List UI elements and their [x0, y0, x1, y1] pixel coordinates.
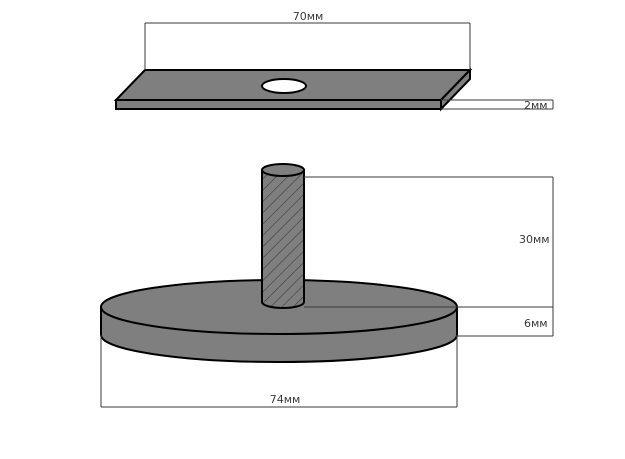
plate-side-face	[440, 67, 471, 112]
rod-height-label: 30мм	[519, 233, 550, 246]
plate-thickness-dimension	[441, 99, 554, 110]
disc-thickness-label: 6мм	[524, 317, 548, 330]
rod-top-face	[261, 163, 305, 177]
plate-width-dimension	[144, 22, 471, 70]
plate-thickness-label: 2мм	[524, 99, 548, 112]
rod-height-dimension	[304, 176, 554, 308]
disc-diameter-label: 74мм	[270, 393, 301, 406]
disc-diameter-dimension	[100, 335, 458, 408]
plate-front-face	[115, 99, 442, 110]
rod-body	[261, 169, 305, 309]
plate-width-label: 70мм	[293, 10, 324, 23]
plate	[113, 67, 473, 112]
rod	[261, 163, 305, 309]
disc-thickness-dimension	[457, 307, 554, 337]
plate-hole	[261, 78, 307, 94]
